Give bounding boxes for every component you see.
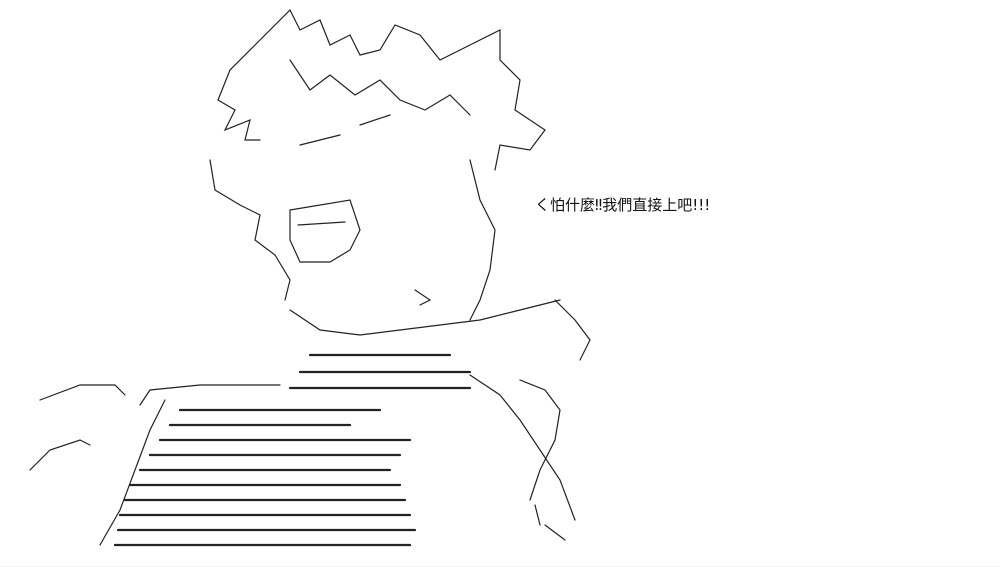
hair-outline — [217, 8, 546, 171]
arm-left — [29, 439, 91, 471]
eye-right — [359, 114, 391, 126]
chin — [289, 299, 561, 336]
arm-right-hand — [534, 504, 541, 526]
eye-left — [299, 134, 341, 146]
torso-right-edge — [469, 374, 576, 521]
cheek-mark — [414, 289, 432, 306]
shoulder-left — [39, 384, 126, 401]
face-left-side — [209, 159, 291, 301]
torso-left-edge — [99, 399, 166, 546]
hair-left-strands — [217, 99, 261, 141]
hair-inner — [289, 59, 471, 116]
arm-right — [519, 379, 561, 501]
speech-line: く怕什麼‼我們直接上吧!!! — [535, 196, 711, 214]
shoulder-right — [554, 299, 591, 361]
shoulder-left-inner — [139, 384, 281, 406]
shirt-stripes — [113, 353, 472, 547]
arm-right-hand-b — [544, 524, 566, 541]
mouth-teeth — [297, 221, 346, 226]
mouth — [289, 199, 361, 263]
face-right-side — [469, 159, 496, 321]
